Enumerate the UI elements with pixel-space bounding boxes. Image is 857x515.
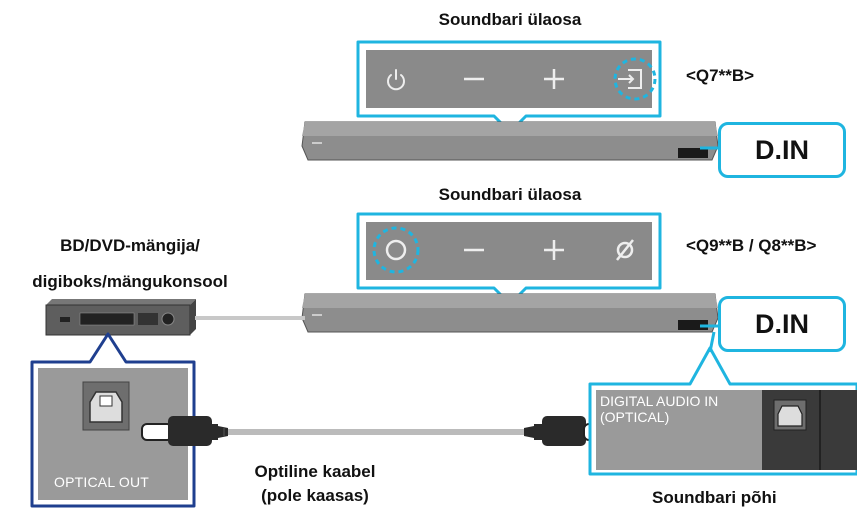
top-din-box: D.IN [718, 122, 846, 178]
optical-out-callout [30, 332, 196, 508]
optical-out-label: OPTICAL OUT [54, 474, 150, 490]
cable-label-line1: Optiline kaabel [254, 462, 376, 481]
soundbar-bottom-callout [588, 346, 857, 476]
circle-highlight [372, 226, 420, 274]
middle-model-label: <Q9**B / Q8**B> [686, 236, 817, 255]
bottom-callout-connector [708, 331, 716, 353]
dvd-player [45, 299, 196, 336]
source-highlight [613, 57, 657, 101]
middle-panel-title: Soundbari ülaosa [438, 185, 582, 204]
soundbar-bottom-caption: Soundbari põhi [652, 488, 777, 507]
optical-cable [141, 416, 615, 446]
top-soundbar [301, 121, 719, 161]
middle-soundbar [301, 293, 719, 333]
circle-icon [385, 239, 407, 261]
top-button-panel [356, 40, 662, 134]
plus-icon [544, 240, 564, 260]
player-label-line2: digiboks/mängukonsool [32, 272, 228, 291]
top-din-connector [700, 146, 720, 150]
middle-din-box: D.IN [718, 296, 846, 352]
player-label-line1: BD/DVD-mängija/ [60, 236, 200, 255]
plus-icon [544, 69, 564, 89]
optical-in-port-icon [777, 405, 803, 427]
top-model-label: <Q7**B> [686, 66, 755, 85]
power-icon [387, 69, 405, 91]
middle-din-connector [700, 324, 720, 328]
player-to-soundbar-line [195, 316, 305, 320]
optical-port-icon [89, 391, 123, 423]
cable-label-line2: (pole kaasas) [261, 486, 369, 505]
top-panel-title: Soundbari ülaosa [438, 10, 582, 29]
source-icon [618, 69, 642, 89]
digital-audio-in-label-line2: (OPTICAL) [600, 409, 670, 425]
digital-audio-in-label-line1: DIGITAL AUDIO IN [600, 393, 719, 409]
mic-off-icon [616, 239, 634, 261]
